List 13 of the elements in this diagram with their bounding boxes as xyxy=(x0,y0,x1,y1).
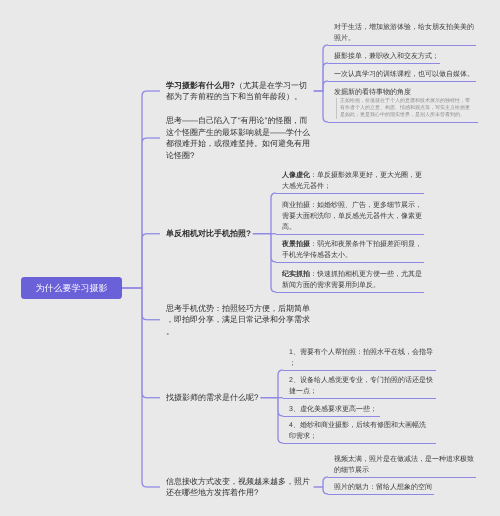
connector-line xyxy=(314,90,329,123)
subtopic xyxy=(328,86,478,123)
branch-topic: 信息接收方式改变，视频越来越多，照片还在哪些地方发挥着作用? xyxy=(160,476,314,498)
connector-line xyxy=(260,397,284,444)
connector-line xyxy=(122,287,160,488)
connector-line xyxy=(252,233,277,293)
central-topic: 为什么要学习摄影 xyxy=(21,277,122,299)
branch-topic: 思考手机优势：拍照轻巧方便，后期简单，即拍即分享，满足日常记录和分享需求。 xyxy=(160,302,314,337)
branch-topic: 学习摄影有什么用?（尤其是在学习一切都为了奔前程的当下和当前年龄段）。 xyxy=(160,80,314,102)
branch-topic: 单反相机对比手机拍照? xyxy=(160,228,253,240)
connector-line xyxy=(314,486,329,495)
branch-topic: 找摄影师的需求是什么呢? xyxy=(160,392,260,404)
branch-topic: 思考——自己陷入了“有用论”的怪圈，而这个怪圈产生的最坏影响就是——学什么都很难开始，或很难坚持。如何避免有用论怪圈? xyxy=(160,115,314,161)
